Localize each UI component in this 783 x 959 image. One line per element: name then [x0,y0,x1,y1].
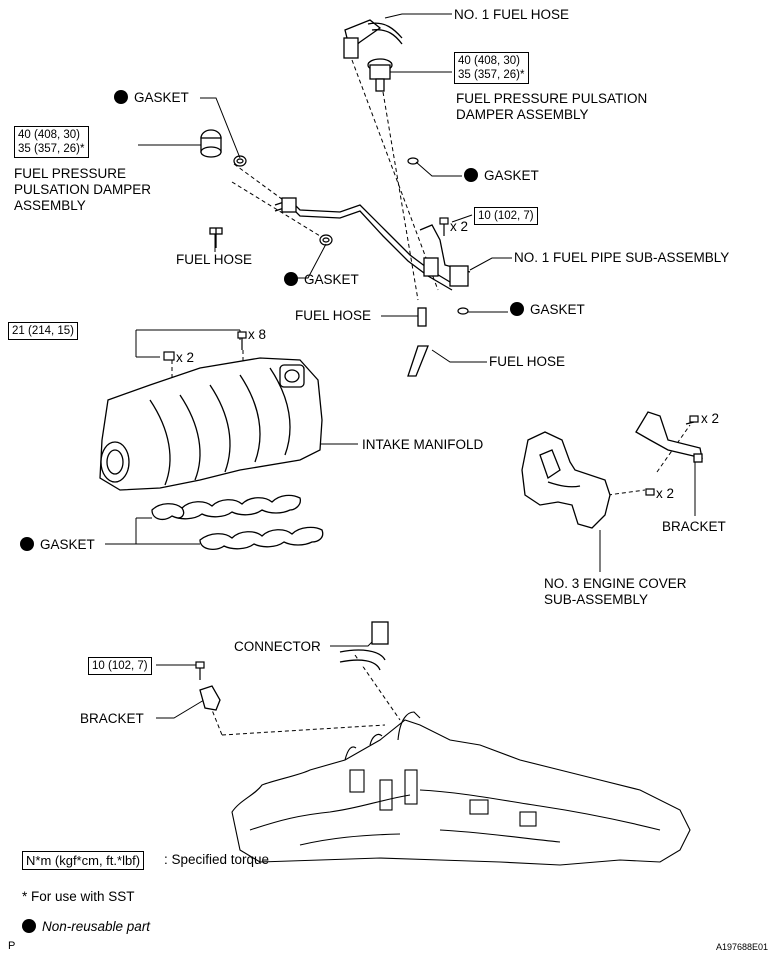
legend-non-reusable: Non-reusable part [22,919,150,935]
label-gasket-2: GASKET [464,168,539,184]
torque-box-damper-left: 40 (408, 30) 35 (357, 26)* [14,126,89,158]
figure-id: A197688E01 [716,942,769,952]
legend-non-reusable-text: Non-reusable part [42,919,151,934]
label-fuel-hose-2: FUEL HOSE [295,308,372,323]
non-reusable-icon [22,919,36,933]
corner-code-left: P [8,940,16,952]
engine-block-shape [231,711,691,866]
engine-cover-shape [521,431,611,529]
label-no1-fuel-pipe: NO. 1 FUEL PIPE SUB-ASSEMBLY [514,250,730,265]
torque-damper-left-1: 40 (408, 30) [18,129,81,141]
fuel-hose-shapes [209,227,429,377]
non-reusable-icon [284,272,298,286]
qty-pipe-bolt: x 2 [450,219,469,234]
intake-manifold-shape [99,357,323,491]
label-fuel-hose-1: FUEL HOSE [176,252,253,267]
non-reusable-icon [114,90,128,104]
label-intake-manifold: INTAKE MANIFOLD [362,437,484,452]
label-engine-cover: NO. 3 ENGINE COVER SUB-ASSEMBLY [544,576,687,607]
gasket-text-4: GASKET [530,302,585,317]
bracket-upper-shape [635,411,703,463]
legend-torque-desc: : Specified torque [164,852,270,867]
connector-shape [339,621,389,671]
pulsation-damper-top-shape [367,58,393,92]
gasket-rings [233,155,469,315]
pulsation-damper-left-shape [200,129,222,158]
label-damper-top: FUEL PRESSURE PULSATION DAMPER ASSEMBLY [456,91,648,122]
label-gasket-3: GASKET [284,272,359,288]
non-reusable-icon [510,302,524,316]
legend-torque-box: N*m (kgf*cm, ft.*lbf) [22,851,145,870]
gasket-text-2: GASKET [484,168,539,183]
torque-box-manifold: 21 (214, 15) [8,322,79,340]
label-connector: CONNECTOR [234,639,321,654]
label-gasket-4: GASKET [510,302,585,318]
label-no1-fuel-hose: NO. 1 FUEL HOSE [454,7,570,22]
label-bracket-upper: BRACKET [662,519,726,534]
bolt-shapes [163,217,699,680]
non-reusable-icon [464,168,478,182]
qty-cover-bolt: x 2 [656,486,675,501]
qty-bracket-bolt: x 2 [701,411,720,426]
torque-box-damper-top: 40 (408, 30) 35 (357, 26)* [454,52,529,84]
label-bracket-lower: BRACKET [80,711,144,726]
qty-manifold-nut-2: x 2 [176,350,195,365]
label-damper-left: FUEL PRESSURE PULSATION DAMPER ASSEMBLY [14,166,152,213]
non-reusable-icon [20,537,34,551]
leader-lines [105,13,696,719]
label-fuel-hose-3: FUEL HOSE [489,354,566,369]
gasket-text-1: GASKET [134,90,189,105]
label-gasket-1: GASKET [114,90,189,106]
torque-damper-top-1: 40 (408, 30) [458,55,521,67]
manifold-gasket-shapes [151,494,324,551]
torque-box-pipe-bolt: 10 (102, 7) [474,207,538,225]
bracket-lower-shape [199,685,221,711]
no1-fuel-hose-shape [343,19,403,59]
torque-damper-left-2: 35 (357, 26)* [18,143,85,155]
gasket-text-3: GASKET [304,272,359,287]
label-gasket-5: GASKET [20,537,95,553]
qty-manifold-bolt-8: x 8 [248,327,267,342]
gasket-text-5: GASKET [40,537,95,552]
legend-sst-note: * For use with SST [22,889,135,904]
no1-fuel-pipe-shape [274,197,471,291]
torque-box-bracket-bolt: 10 (102, 7) [88,657,152,675]
torque-damper-top-2: 35 (357, 26)* [458,69,525,81]
